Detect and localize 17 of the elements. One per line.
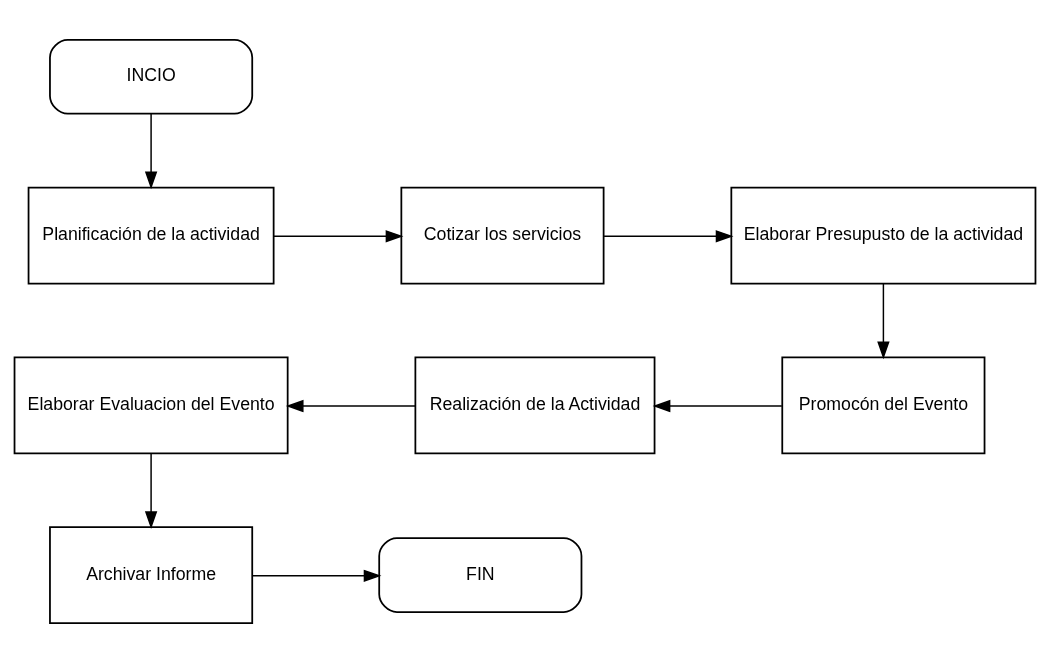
- node-box: FIN: [378, 536, 583, 613]
- node-box: INCIO: [49, 38, 254, 115]
- node-box: Archivar Informe: [49, 525, 254, 624]
- arrow: [144, 452, 158, 529]
- arrow: [603, 229, 734, 242]
- node-box: Cotizar los servicios: [400, 186, 605, 284]
- arrow: [144, 112, 158, 189]
- arrow: [251, 569, 382, 582]
- arrow: [877, 282, 890, 359]
- node-box: Elaborar Evaluacion del Evento: [13, 355, 289, 454]
- node-box: Promocón del Evento: [781, 355, 986, 454]
- arrow: [273, 229, 404, 242]
- arrow: [285, 399, 416, 412]
- node-box: Realización de la Actividad: [414, 355, 656, 454]
- arrow: [652, 399, 783, 412]
- node-box: Elaborar Presupusto de la actividad: [730, 186, 1037, 284]
- node-box: Planificación de la actividad: [27, 186, 275, 284]
